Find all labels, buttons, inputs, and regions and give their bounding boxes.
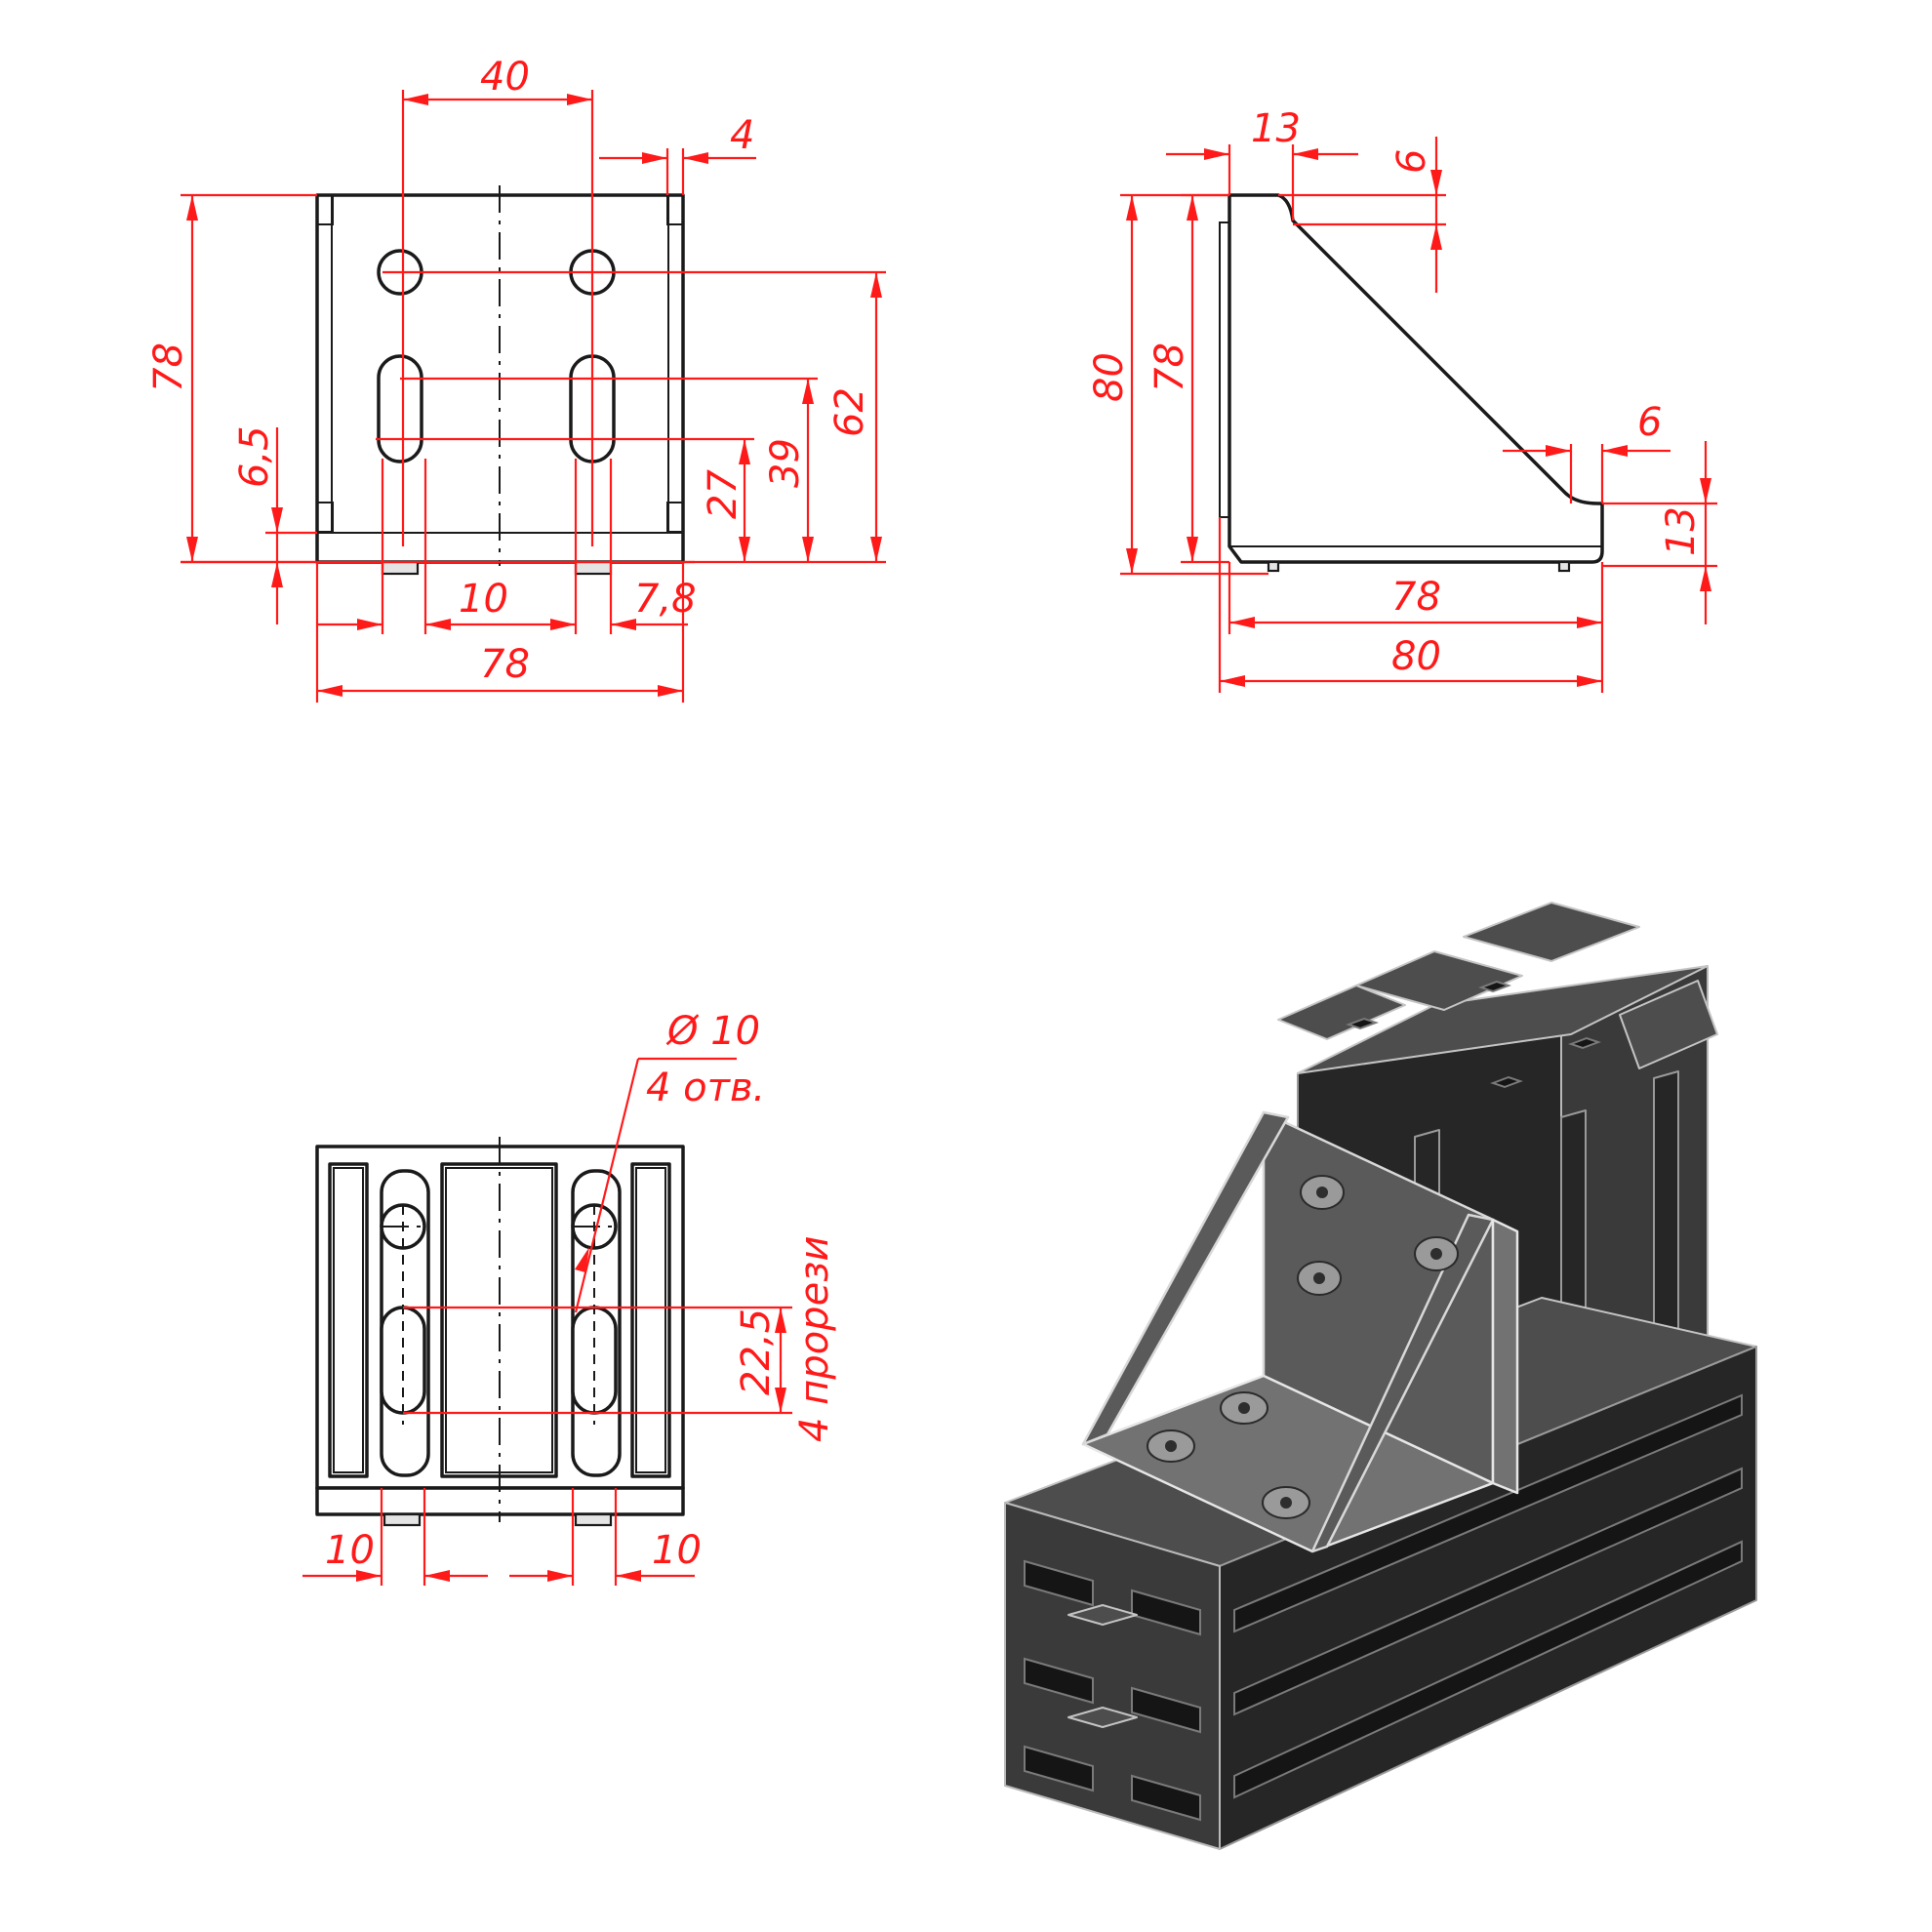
dim-foot-chamfer: 6 xyxy=(1637,400,1662,445)
dim-hole-spacing: 40 xyxy=(480,55,530,100)
dim-hole-count: 4 отв. xyxy=(646,1066,765,1110)
dim-inner-height: 78 xyxy=(1147,342,1192,392)
front-slot-left xyxy=(377,354,423,463)
dim-slot-count: 4 прорези xyxy=(792,1236,837,1442)
dim-inner-length: 78 xyxy=(1391,575,1441,620)
bottom-view-part xyxy=(315,1137,685,1527)
dim-left-offset: 10 xyxy=(325,1528,375,1573)
angle-bracket xyxy=(1081,1110,1519,1553)
side-view: 13 6 80 78 xyxy=(1087,106,1717,693)
dim-foot-height: 13 xyxy=(1659,506,1704,556)
dim-overall-length: 80 xyxy=(1391,634,1441,679)
dim-width: 78 xyxy=(480,642,530,687)
front-view-dimensions: 40 4 78 6,5 xyxy=(146,55,886,703)
dim-slot-bottom: 27 xyxy=(701,469,745,519)
isometric-assembly-render xyxy=(1004,902,1757,1850)
bottom-view: Ø 10 4 отв. 22,5 4 прорези 10 10 xyxy=(302,1009,837,1586)
front-view: 40 4 78 6,5 xyxy=(146,55,886,703)
bottom-view-dimensions: Ø 10 4 отв. 22,5 4 прорези 10 10 xyxy=(302,1009,837,1586)
dim-overall-height: 80 xyxy=(1087,352,1132,402)
bracket-bolts xyxy=(1147,1175,1459,1519)
side-view-part xyxy=(1219,193,1604,573)
dim-slot-length: 22,5 xyxy=(734,1308,779,1395)
side-view-dimensions: 13 6 80 78 xyxy=(1087,106,1717,693)
dim-slot-top: 39 xyxy=(763,438,808,488)
dim-height: 78 xyxy=(146,342,191,392)
dim-right-offset: 10 xyxy=(652,1528,702,1573)
dim-top-chamfer: 6 xyxy=(1389,149,1434,174)
dim-slot-right: 7,8 xyxy=(634,577,697,622)
dim-hole-diameter: Ø 10 xyxy=(665,1009,760,1054)
dim-hole-height: 62 xyxy=(827,387,872,437)
dim-base-thickness: 6,5 xyxy=(232,425,277,488)
dim-slot-offset: 10 xyxy=(459,577,508,622)
horizontal-aluminum-profile xyxy=(1004,1297,1757,1850)
dim-top-width: 13 xyxy=(1251,106,1301,151)
dim-flange-thickness: 4 xyxy=(730,113,754,158)
